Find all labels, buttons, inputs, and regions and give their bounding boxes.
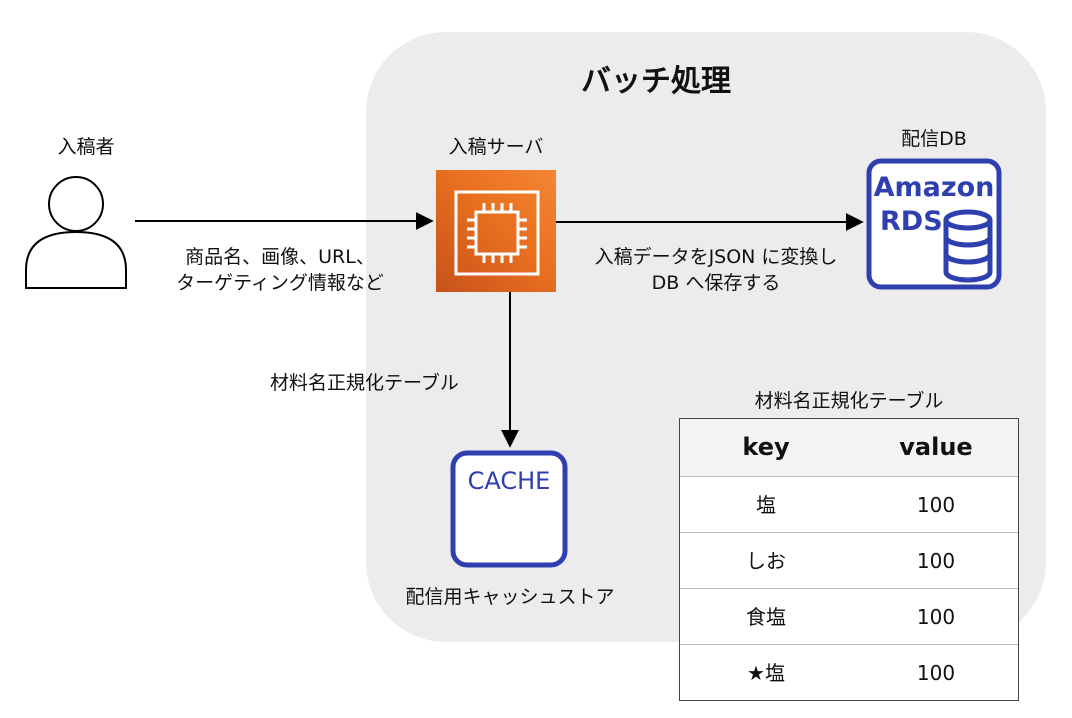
column-header-key: key bbox=[742, 433, 790, 461]
table-cell-value: 100 bbox=[916, 549, 956, 573]
delivery-db-label: 配信DB bbox=[901, 128, 967, 150]
submit-server-label: 入稿サーバ bbox=[448, 136, 544, 158]
table-cell-key: しお bbox=[746, 549, 786, 573]
edge-label-line: 入稿データをJSON に変換し bbox=[594, 246, 838, 268]
cache-icon: CACHE bbox=[450, 450, 568, 568]
table-cell-key: ★塩 bbox=[747, 661, 785, 685]
table-header-row: key value bbox=[680, 419, 1018, 476]
edge-label-line: DB へ保存する bbox=[651, 272, 781, 294]
column-header-value: value bbox=[899, 433, 973, 461]
edge-label-line: ターゲティング情報など bbox=[176, 272, 384, 294]
table-row: 塩 100 bbox=[680, 476, 1018, 534]
table-cell-key: 食塩 bbox=[746, 605, 786, 629]
database-icon: Amazon RDS bbox=[866, 158, 1002, 290]
user-icon bbox=[24, 170, 128, 290]
table-caption: 材料名正規化テーブル bbox=[754, 390, 944, 412]
table-row: 食塩 100 bbox=[680, 588, 1018, 646]
table-cell-value: 100 bbox=[916, 493, 956, 517]
edge-label-normalize-table: 材料名正規化テーブル bbox=[270, 372, 459, 394]
normalization-table: key value 塩 100 しお 100 食塩 100 ★塩 100 bbox=[679, 418, 1019, 701]
table-cell-value: 100 bbox=[916, 661, 956, 685]
cache-icon-text: CACHE bbox=[468, 467, 551, 495]
submitter-label: 入稿者 bbox=[57, 136, 115, 158]
table-cell-key: 塩 bbox=[756, 493, 776, 517]
ec2-instance-icon bbox=[436, 170, 556, 292]
edge-label-submit-data: 商品名、画像、URL、 ターゲティング情報など bbox=[160, 244, 400, 296]
table-row: ★塩 100 bbox=[680, 644, 1018, 702]
rds-brand-line: Amazon bbox=[874, 172, 995, 203]
edge-label-line: 商品名、画像、URL、 bbox=[185, 246, 375, 268]
cache-label: 配信用キャッシュストア bbox=[405, 586, 615, 608]
edge-label-convert-json: 入稿データをJSON に変換し DB へ保存する bbox=[566, 244, 866, 296]
rds-brand-line: RDS bbox=[880, 206, 943, 237]
table-cell-value: 100 bbox=[916, 605, 956, 629]
group-title: バッチ処理 bbox=[581, 64, 731, 99]
table-row: しお 100 bbox=[680, 532, 1018, 590]
